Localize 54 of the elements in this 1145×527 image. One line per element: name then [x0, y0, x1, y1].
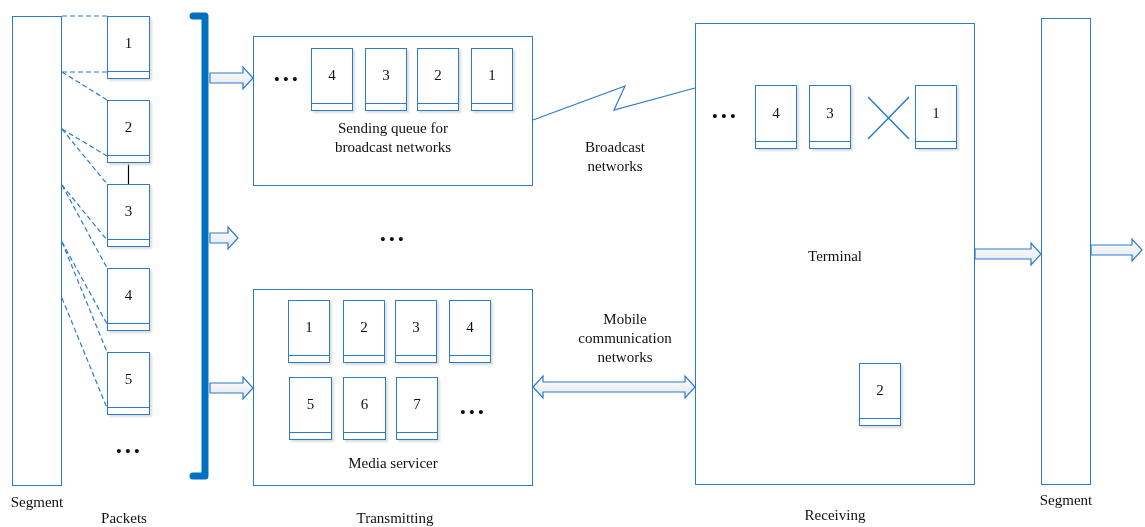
block-arrow: [974, 241, 1042, 267]
section-label: Receiving: [803, 506, 867, 525]
block-arrow: [1090, 237, 1143, 263]
section-label: Transmitting: [355, 509, 435, 527]
dashed-line: [61, 241, 108, 353]
packet-card: 2: [859, 363, 901, 426]
box-title: Sending queue for broadcast networks: [333, 119, 453, 157]
section-label: Packets: [100, 509, 148, 527]
packet-card: 3: [365, 48, 407, 111]
box-title: Terminal: [807, 247, 863, 266]
segment-label: Segment: [1039, 491, 1093, 510]
packet-card: 1: [107, 16, 150, 79]
packet-card: 5: [289, 377, 332, 440]
packet-card: 1: [471, 48, 513, 111]
lightning-link: [532, 84, 696, 121]
ellipsis-text: • • •: [379, 230, 405, 249]
packet-card: 1: [288, 300, 330, 363]
packet-card: 2: [343, 300, 385, 363]
dashed-line: [61, 71, 108, 101]
dashed-line: [61, 15, 108, 17]
ellipsis-text: • • •: [711, 107, 737, 126]
packet-card: 2: [107, 100, 150, 163]
packet-card: 3: [809, 85, 851, 149]
packet-card: 4: [311, 48, 353, 111]
block-arrow: [209, 65, 254, 91]
dashed-line: [61, 184, 108, 269]
dashed-line: [61, 297, 108, 409]
packet-card: 5: [107, 352, 150, 415]
dashed-line: [61, 71, 108, 73]
block-arrow: [209, 375, 254, 401]
dashed-line: [61, 241, 108, 325]
connector-line: [127, 162, 130, 185]
packet-card: 7: [396, 377, 438, 440]
packet-card: 3: [395, 300, 437, 363]
packet-card: 4: [107, 268, 150, 331]
packet-card: 1: [915, 85, 957, 149]
packet-card: 6: [343, 377, 386, 440]
container-box: [253, 289, 533, 486]
segment-label: Segment: [10, 493, 64, 512]
dashed-line: [61, 128, 108, 157]
container-box: [253, 36, 533, 186]
packet-card: 2: [417, 48, 459, 111]
double-block-arrow: [532, 374, 696, 400]
packet-card: 4: [755, 85, 797, 149]
block-arrow: [209, 225, 239, 251]
ellipsis-text: • • •: [459, 403, 485, 422]
ellipsis-text: • • •: [115, 442, 141, 461]
dashed-line: [61, 184, 108, 241]
packet-card: 4: [449, 300, 491, 363]
container-box: [695, 23, 975, 485]
dashed-line: [61, 128, 108, 185]
packet-card: 3: [107, 184, 150, 247]
ellipsis-text: • • •: [273, 70, 299, 89]
box-title: Media servicer: [347, 454, 439, 473]
